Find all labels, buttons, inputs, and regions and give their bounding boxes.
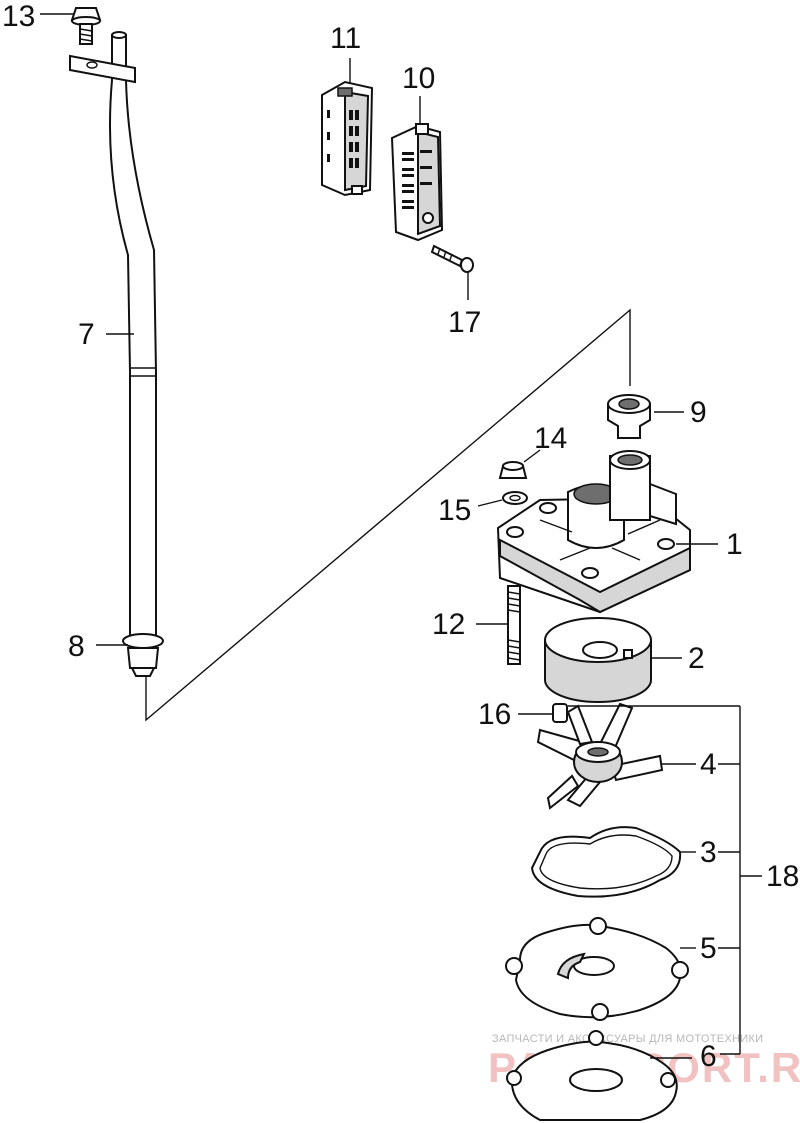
part-8-grommet	[122, 633, 164, 677]
callout-17: 17	[448, 306, 481, 339]
part-16-key	[552, 703, 568, 723]
part-13-bolt	[70, 7, 102, 45]
callout-18: 18	[766, 860, 799, 893]
callout-3: 3	[700, 836, 717, 869]
callout-9: 9	[690, 396, 707, 429]
callout-14: 14	[534, 422, 567, 455]
part-1-pump-housing	[496, 450, 691, 614]
part-17-screw	[430, 244, 474, 273]
part-11-plate	[321, 80, 374, 197]
callout-numbers: 13 11 10 17 7 9 14 15 1 12 8 2 16 4 3 18…	[2, 0, 799, 1073]
part-15-washer	[502, 491, 528, 505]
part-3-gasket	[530, 826, 682, 898]
part-4-impeller	[536, 702, 664, 810]
callout-4: 4	[700, 748, 717, 781]
callout-10: 10	[402, 62, 435, 95]
part-6-gasket-plate	[506, 1030, 678, 1121]
part-14-nut	[498, 461, 528, 479]
callout-7: 7	[78, 318, 95, 351]
callout-16: 16	[478, 698, 511, 731]
callout-5: 5	[700, 932, 717, 965]
callout-13: 13	[2, 0, 35, 33]
callout-8: 8	[68, 630, 85, 663]
part-10-plate	[390, 123, 444, 242]
callout-11: 11	[330, 22, 361, 55]
callout-1: 1	[726, 528, 743, 561]
callout-15: 15	[438, 494, 471, 527]
part-12-stud	[507, 585, 521, 665]
part-2-insert-cartridge	[544, 617, 652, 703]
part-5-outer-plate	[505, 917, 689, 1021]
part-9-seal	[607, 394, 651, 439]
callout-6: 6	[700, 1040, 717, 1073]
watermark-tagline: ЗАПЧАСТИ И АКСЕССУАРЫ ДЛЯ МОТОТЕХНИКИ	[492, 1033, 763, 1045]
leader-lines	[40, 13, 762, 1059]
callout-2: 2	[688, 642, 705, 675]
callout-12: 12	[432, 608, 465, 641]
